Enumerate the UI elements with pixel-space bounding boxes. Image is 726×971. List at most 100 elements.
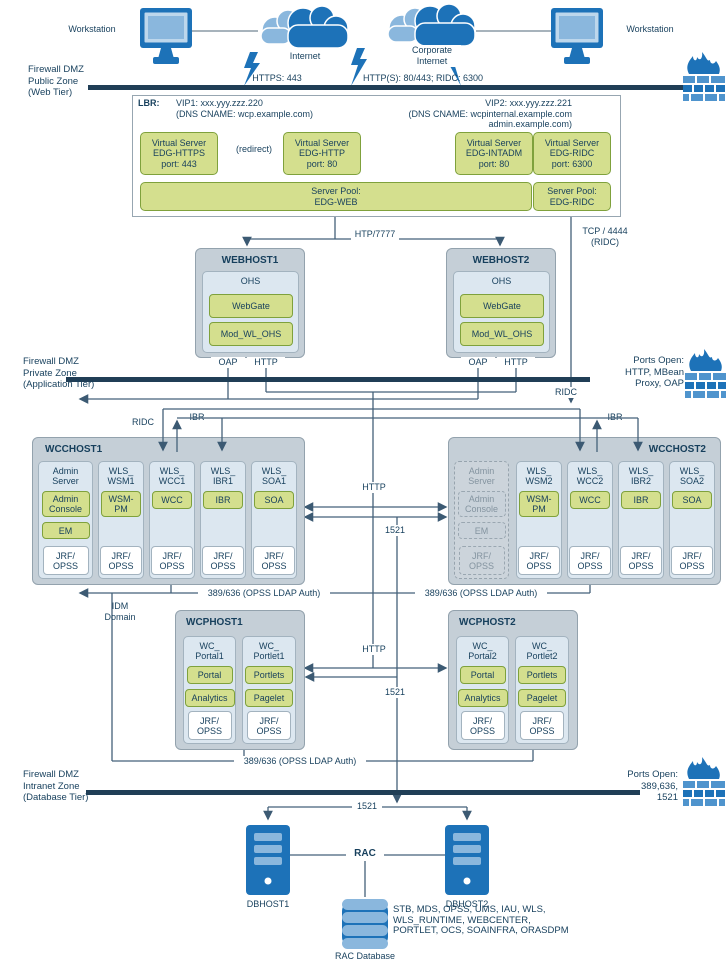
http-label-wcp: HTTP <box>358 644 390 655</box>
rac-label: RAC <box>354 848 376 859</box>
htp7777-label: HTP/7777 <box>351 229 399 240</box>
ridc-label-right: RIDC <box>549 387 583 398</box>
http-label-2: HTTP <box>497 357 535 368</box>
workstation-right-icon <box>551 8 603 64</box>
column-title: WLS_WSM2 <box>525 466 553 486</box>
intranet-zone-label: Firewall DMZ Intranet Zone (Database Tie… <box>23 769 89 803</box>
webgate-chip: WebGate <box>209 294 293 318</box>
column-title: WLS_WCC1 <box>158 466 186 486</box>
wcphost1-col-wc-portlet1: WC_Portlet1 Portlets Pagelet JRF/OPSS <box>242 636 296 744</box>
workstation-left-label: Workstation <box>68 24 116 34</box>
http-ridc-port-label: HTTP(S): 80/443; RIDC: 6300 <box>362 73 484 83</box>
ldap-auth-label-2: 389/636 (OPSS LDAP Auth) <box>415 588 547 599</box>
port-1521-label-db: 1521 <box>352 801 382 812</box>
tcp4444-label: TCP / 4444 (RIDC) <box>577 226 633 248</box>
soa-chip: SOA <box>254 491 294 509</box>
wcchost1-col-wls-soa1: WLS_SOA1 SOA JRF/OPSS <box>251 461 297 579</box>
https-port-label: HTTPS: 443 <box>252 73 302 83</box>
analytics-chip: Analytics <box>457 689 508 707</box>
wcphost1-col-wc-portal1: WC_Portal1 Portal Analytics JRF/OPSS <box>183 636 236 744</box>
jrf-opss-chip: JRF/OPSS <box>42 546 89 575</box>
column-title: WLS_SOA1 <box>261 466 287 486</box>
ibr-chip: IBR <box>203 491 243 509</box>
wcchost2-title: WCCHOST2 <box>648 444 706 455</box>
ohs-label: OHS <box>491 276 512 286</box>
jrf-opss-chip: JRF/OPSS <box>460 711 505 740</box>
vip2-label: VIP2: xxx.yyy.zzz.221 (DNS CNAME: wcpint… <box>408 98 572 129</box>
portlets-chip: Portlets <box>518 666 566 684</box>
column-title: WC_Portlet2 <box>526 641 558 661</box>
http-label-1: HTTP <box>247 357 285 368</box>
analytics-chip: Analytics <box>184 689 235 707</box>
em-chip: EM <box>41 522 90 539</box>
ohs-label: OHS <box>240 276 261 286</box>
wcc-chip: WCC <box>570 491 610 509</box>
portal-chip: Portal <box>459 666 506 684</box>
wcchost2-col-wls-ibr2: WLS_IBR2 IBR JRF/OPSS <box>618 461 664 579</box>
wcchost1-title: WCCHOST1 <box>45 444 103 455</box>
redirect-label: (redirect) <box>228 144 280 155</box>
wcchost1-col-wls-wsm1: WLS_WSM1 WSM-PM JRF/OPSS <box>98 461 144 579</box>
pagelet-chip: Pagelet <box>245 689 293 707</box>
wcchost2-col-wls-wcc2: WLS_WCC2 WCC JRF/OPSS <box>567 461 613 579</box>
port-1521-label-wcc: 1521 <box>381 525 409 536</box>
dbhost2-server-icon <box>445 825 489 895</box>
firewall-icon-intranet <box>683 757 725 806</box>
column-title: WC_Portal2 <box>468 641 497 661</box>
firewall-icon-public <box>683 52 725 101</box>
column-title: WLS_SOA2 <box>679 466 705 486</box>
oap-label-2: OAP <box>461 357 495 368</box>
intranet-zone-ports-label: Ports Open: 389,636, 1521 <box>627 769 678 803</box>
mod-wl-ohs-chip: Mod_WL_OHS <box>209 322 293 346</box>
wcphost1-title: WCPHOST1 <box>186 617 243 628</box>
vip1-label: VIP1: xxx.yyy.zzz.220 (DNS CNAME: wcp.ex… <box>176 98 314 119</box>
private-zone-ports-label: Ports Open: HTTP, MBean Proxy, OAP <box>625 355 684 389</box>
webgate-chip: WebGate <box>460 294 544 318</box>
wcphost2-col-wc-portal2: WC_Portal2 Portal Analytics JRF/OPSS <box>456 636 509 744</box>
idm-domain-label: IDM Domain <box>104 601 136 622</box>
rac-database-label: RAC Database <box>334 951 396 961</box>
port-1521-label-wcp: 1521 <box>381 687 409 698</box>
dbhost1-label: DBHOST1 <box>246 899 290 909</box>
rac-database-icon <box>342 899 388 949</box>
webhost2-ohs-panel: OHS WebGate Mod_WL_OHS <box>453 271 550 353</box>
firewall-bars <box>66 85 683 795</box>
column-title: WLS_IBR2 <box>628 466 654 486</box>
wcchost2-col-wls-soa2: WLS_SOA2 SOA JRF/OPSS <box>669 461 715 579</box>
jrf-opss-chip: JRF/OPSS <box>458 546 505 575</box>
wcphost2-col-wc-portlet2: WC_Portlet2 Portlets Pagelet JRF/OPSS <box>515 636 569 744</box>
connector-lines <box>78 145 591 897</box>
jrf-opss-chip: JRF/OPSS <box>620 546 662 575</box>
portlets-chip: Portlets <box>245 666 293 684</box>
wcc-chip: WCC <box>152 491 192 509</box>
portal-chip: Portal <box>186 666 233 684</box>
soa-chip: SOA <box>672 491 712 509</box>
wcchost1-col-wls-ibr1: WLS_IBR1 IBR JRF/OPSS <box>200 461 246 579</box>
jrf-opss-chip: JRF/OPSS <box>151 546 193 575</box>
dbhost2-label: DBHOST2 <box>445 899 489 909</box>
jrf-opss-chip: JRF/OPSS <box>518 546 560 575</box>
wcphost1-box: WCPHOST1 WC_Portal1 Portal Analytics JRF… <box>175 610 305 750</box>
lbr-label: LBR: <box>138 98 160 108</box>
wcchost2-col-wls-wsm2: WLS_WSM2 WSM-PM JRF/OPSS <box>516 461 562 579</box>
internet-cloud-icon <box>260 5 349 49</box>
ldap-auth-label-1: 389/636 (OPSS LDAP Auth) <box>198 588 330 599</box>
webhost2-title: WEBHOST2 <box>472 255 530 266</box>
column-title: WLS_WSM1 <box>107 466 135 486</box>
column-title: WLS_IBR1 <box>210 466 236 486</box>
ridc-ibr-arrows <box>158 408 643 452</box>
corporate-internet-label: Corporate Internet <box>403 45 461 67</box>
public-zone-label: Firewall DMZ Public Zone (Web Tier) <box>28 64 84 98</box>
ridc-label-left: RIDC <box>126 417 160 428</box>
jrf-opss-chip: JRF/OPSS <box>569 546 611 575</box>
